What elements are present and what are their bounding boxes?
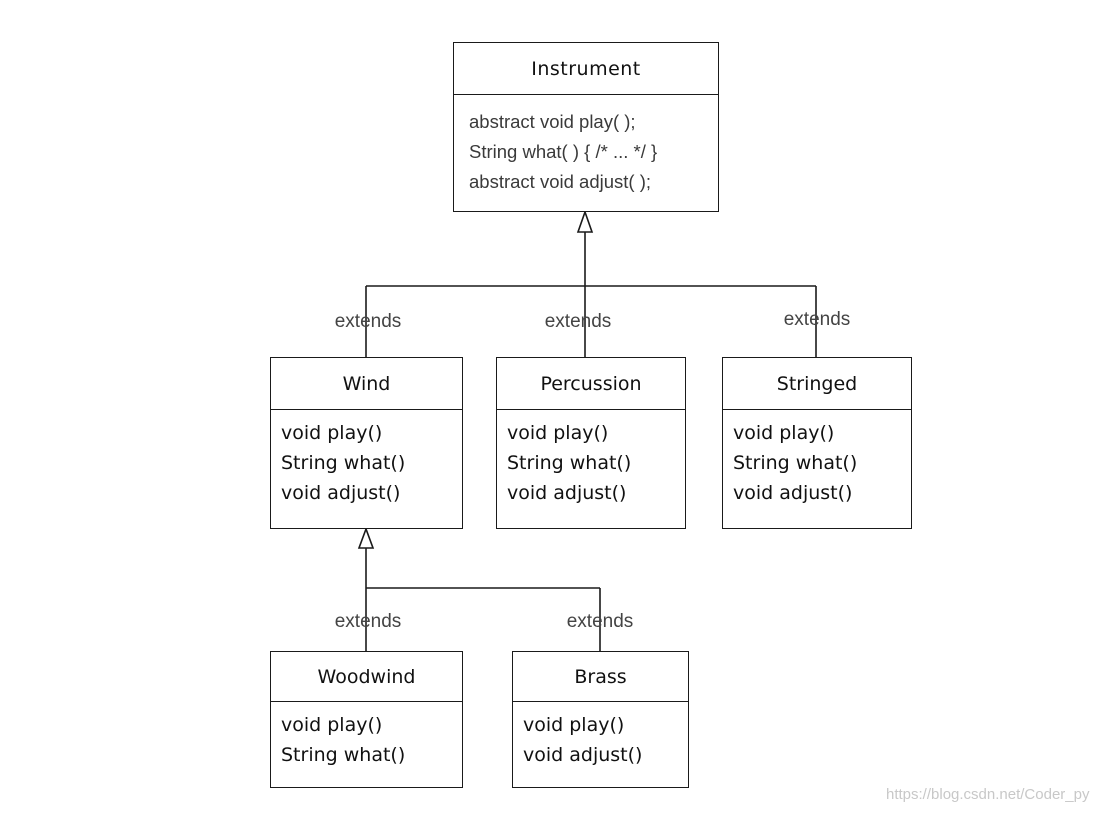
method-item: void play() xyxy=(507,422,609,444)
method-item: void adjust() xyxy=(281,482,401,504)
extends-label-woodwind: extends xyxy=(334,611,402,632)
method-item: void adjust() xyxy=(523,744,643,766)
class-name: Woodwind xyxy=(271,652,462,702)
class-box-stringed: Stringed void play() String what() void … xyxy=(722,357,912,529)
method-item: void adjust() xyxy=(733,482,853,504)
method-list: abstract void play( ); String what( ) { … xyxy=(454,95,718,197)
method-item: void play() xyxy=(281,422,383,444)
extends-label-percussion: extends xyxy=(544,311,612,332)
class-name: Stringed xyxy=(723,358,911,410)
class-name: Instrument xyxy=(454,43,718,95)
class-box-wind: Wind void play() String what() void adju… xyxy=(270,357,463,529)
wind-inheritance-lines xyxy=(365,548,601,651)
method-item: abstract void play( ); xyxy=(469,111,636,132)
method-item: abstract void adjust( ); xyxy=(469,171,651,192)
method-list: void play() String what() void adjust() xyxy=(271,410,462,508)
method-item: String what() xyxy=(507,452,632,474)
inheritance-arrowhead-wind xyxy=(357,526,375,549)
class-box-woodwind: Woodwind void play() String what() xyxy=(270,651,463,788)
method-list: void play() String what() void adjust() xyxy=(723,410,911,508)
inheritance-arrowhead-instrument xyxy=(576,209,594,233)
method-item: String what() xyxy=(733,452,858,474)
class-box-percussion: Percussion void play() String what() voi… xyxy=(496,357,686,529)
method-item: String what() xyxy=(281,744,406,766)
class-box-instrument: Instrument abstract void play( ); String… xyxy=(453,42,719,212)
method-item: String what() xyxy=(281,452,406,474)
class-name: Percussion xyxy=(497,358,685,410)
method-item: void adjust() xyxy=(507,482,627,504)
method-list: void play() void adjust() xyxy=(513,702,688,770)
class-name: Brass xyxy=(513,652,688,702)
class-name: Wind xyxy=(271,358,462,410)
instrument-inheritance-lines xyxy=(365,232,817,357)
method-item: void play() xyxy=(733,422,835,444)
method-item: void play() xyxy=(281,714,383,736)
method-list: void play() String what() void adjust() xyxy=(497,410,685,508)
extends-label-stringed: extends xyxy=(783,309,851,330)
class-box-brass: Brass void play() void adjust() xyxy=(512,651,689,788)
watermark: https://blog.csdn.net/Coder_py xyxy=(886,786,1090,803)
method-list: void play() String what() xyxy=(271,702,462,770)
extends-label-wind: extends xyxy=(334,311,402,332)
method-item: void play() xyxy=(523,714,625,736)
method-item: String what( ) { /* ... */ } xyxy=(469,141,658,162)
extends-label-brass: extends xyxy=(566,611,634,632)
